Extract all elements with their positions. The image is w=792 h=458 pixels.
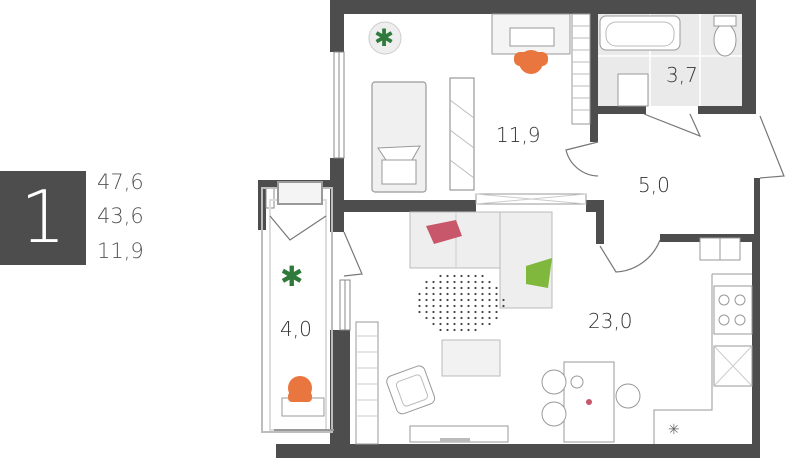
balcony (261, 181, 334, 433)
sink (617, 73, 649, 107)
living-area: 43,6 (97, 204, 144, 228)
room-count-badge: 1 (0, 171, 86, 265)
balcony-area-label: 4,0 (280, 317, 312, 341)
stove (713, 285, 753, 335)
plant-pot (368, 21, 402, 55)
wardrobe (449, 77, 475, 191)
rug (418, 274, 505, 332)
toilet (713, 23, 737, 57)
bedroom-furniture: ✱ (368, 13, 591, 205)
balcony-furniture: ✱ (280, 261, 325, 417)
bathtub (599, 15, 681, 51)
kitchen-counter (653, 273, 752, 444)
kitchen-area: 11,9 (97, 239, 144, 263)
fridge-icon: ✳ (668, 421, 680, 437)
chair (615, 383, 641, 409)
bathroom-area-label: 3,7 (666, 63, 698, 87)
cushion (526, 258, 552, 288)
shelf (571, 13, 591, 125)
armchair (386, 365, 436, 415)
room-count: 1 (20, 175, 66, 259)
doors (269, 113, 785, 277)
cushion (426, 220, 462, 244)
chair (541, 369, 567, 395)
bedroom-area-label: 11,9 (496, 123, 541, 147)
plant-icon: ✱ (280, 261, 303, 292)
total-area: 47,6 (97, 170, 144, 194)
chair (541, 401, 567, 427)
plant-icon: ✱ (374, 25, 394, 52)
shelving (355, 321, 379, 445)
hall-area-label: 5,0 (638, 173, 670, 197)
bathroom-fixtures (599, 15, 737, 107)
coffee-table (441, 339, 501, 377)
windows (265, 51, 351, 331)
living-furniture: ✳ (355, 211, 753, 445)
pillow (381, 159, 417, 185)
living-area-label: 23,0 (588, 309, 633, 333)
